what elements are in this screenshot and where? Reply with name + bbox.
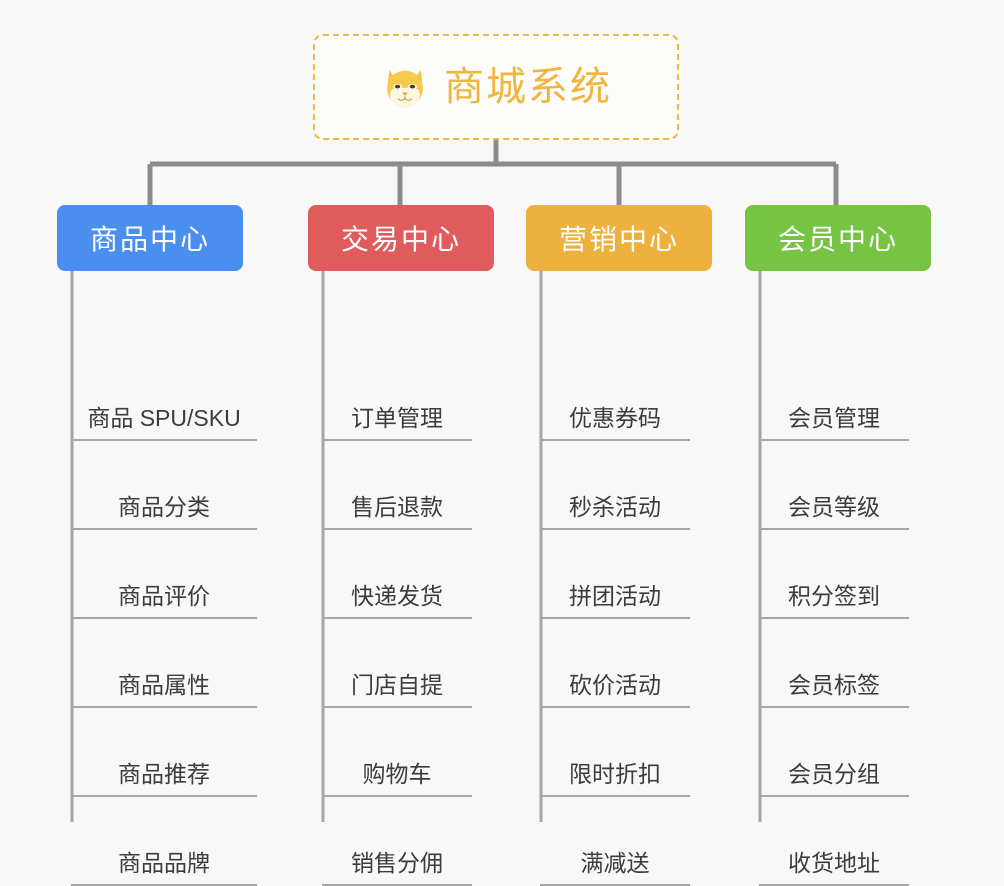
leaf-item[interactable]: 商品品牌 bbox=[71, 842, 257, 886]
leaf-item[interactable]: 商品 SPU/SKU bbox=[71, 397, 257, 441]
leaf-item[interactable]: 会员管理 bbox=[759, 397, 909, 441]
leaf-item[interactable]: 快递发货 bbox=[322, 575, 472, 619]
leaf-item[interactable]: 收货地址 bbox=[759, 842, 909, 886]
category-title-0: 商品中心 bbox=[89, 224, 210, 255]
leaf-item[interactable]: 拼团活动 bbox=[540, 575, 690, 619]
leaf-item[interactable]: 商品分类 bbox=[71, 486, 257, 530]
leaf-item[interactable]: 满减送 bbox=[540, 842, 690, 886]
shiba-dog-face-icon bbox=[387, 69, 423, 109]
category-title-2: 营销中心 bbox=[558, 224, 679, 255]
leaf-item[interactable]: 门店自提 bbox=[322, 664, 472, 708]
leaf-item[interactable]: 购物车 bbox=[322, 753, 472, 797]
category-header-3[interactable]: 会员中心 bbox=[745, 205, 931, 271]
category-title-1: 交易中心 bbox=[340, 224, 461, 255]
leaf-item[interactable]: 积分签到 bbox=[759, 575, 909, 619]
root-node[interactable]: 商城系统 bbox=[313, 34, 679, 140]
leaf-item[interactable]: 砍价活动 bbox=[540, 664, 690, 708]
leaf-item[interactable]: 销售分佣 bbox=[322, 842, 472, 886]
category-header-1[interactable]: 交易中心 bbox=[308, 205, 494, 271]
leaf-item[interactable]: 会员标签 bbox=[759, 664, 909, 708]
root-title: 商城系统 bbox=[444, 65, 612, 109]
branch-column-0: 商品中心 商品 SPU/SKU 商品分类 商品评价 商品属性 商品推荐 商品品牌 bbox=[57, 205, 257, 886]
leaf-item[interactable]: 会员分组 bbox=[759, 753, 909, 797]
leaf-item[interactable]: 订单管理 bbox=[322, 397, 472, 441]
leaf-item[interactable]: 商品推荐 bbox=[71, 753, 257, 797]
branch-column-1: 交易中心 订单管理 售后退款 快递发货 门店自提 购物车 销售分佣 bbox=[308, 205, 494, 886]
leaf-item[interactable]: 限时折扣 bbox=[540, 753, 690, 797]
leaf-item[interactable]: 秒杀活动 bbox=[540, 486, 690, 530]
category-header-2[interactable]: 营销中心 bbox=[526, 205, 712, 271]
leaf-item[interactable]: 售后退款 bbox=[322, 486, 472, 530]
category-header-0[interactable]: 商品中心 bbox=[57, 205, 243, 271]
category-title-3: 会员中心 bbox=[777, 224, 898, 255]
leaf-item[interactable]: 商品属性 bbox=[71, 664, 257, 708]
branch-column-2: 营销中心 优惠券码 秒杀活动 拼团活动 砍价活动 限时折扣 满减送 bbox=[526, 205, 712, 886]
leaf-item[interactable]: 商品评价 bbox=[71, 575, 257, 619]
leaf-item[interactable]: 会员等级 bbox=[759, 486, 909, 530]
leaf-item[interactable]: 优惠券码 bbox=[540, 397, 690, 441]
mindmap-canvas: 商城系统 商品中心 商品 SPU/SKU 商品分类 商品评价 商品属性 商品推荐… bbox=[57, 34, 931, 886]
branch-column-3: 会员中心 会员管理 会员等级 积分签到 会员标签 会员分组 收货地址 bbox=[745, 205, 931, 886]
